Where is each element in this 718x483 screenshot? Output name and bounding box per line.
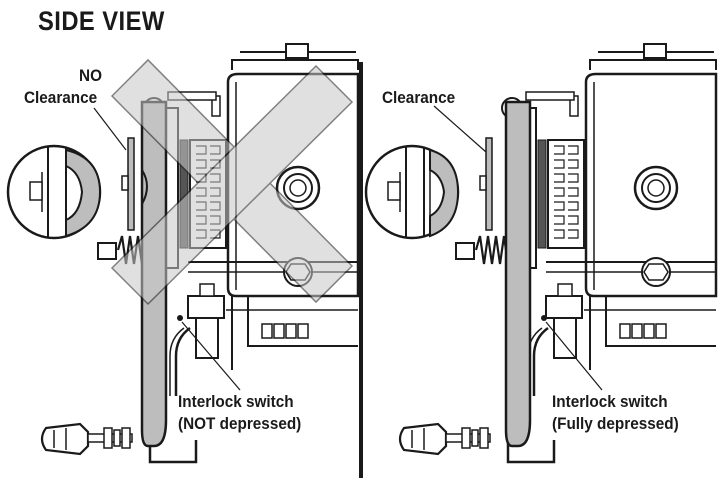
wrong-x-overlay (110, 58, 354, 306)
no-clearance-label-line1: NO (79, 66, 102, 85)
left-switch-label-line1: Interlock switch (178, 392, 294, 411)
right-mechanism (364, 42, 718, 464)
clearance-label: Clearance (382, 88, 456, 107)
right-switch-label-line2: (Fully depressed) (552, 414, 679, 433)
right-switch-label-line1: Interlock switch (552, 392, 668, 411)
left-switch-label-line2: (NOT depressed) (178, 414, 302, 433)
diagram-title: SIDE VIEW (38, 6, 165, 36)
no-clearance-label-line2: Clearance (24, 88, 98, 107)
no-clearance-label: NO (50, 66, 131, 86)
